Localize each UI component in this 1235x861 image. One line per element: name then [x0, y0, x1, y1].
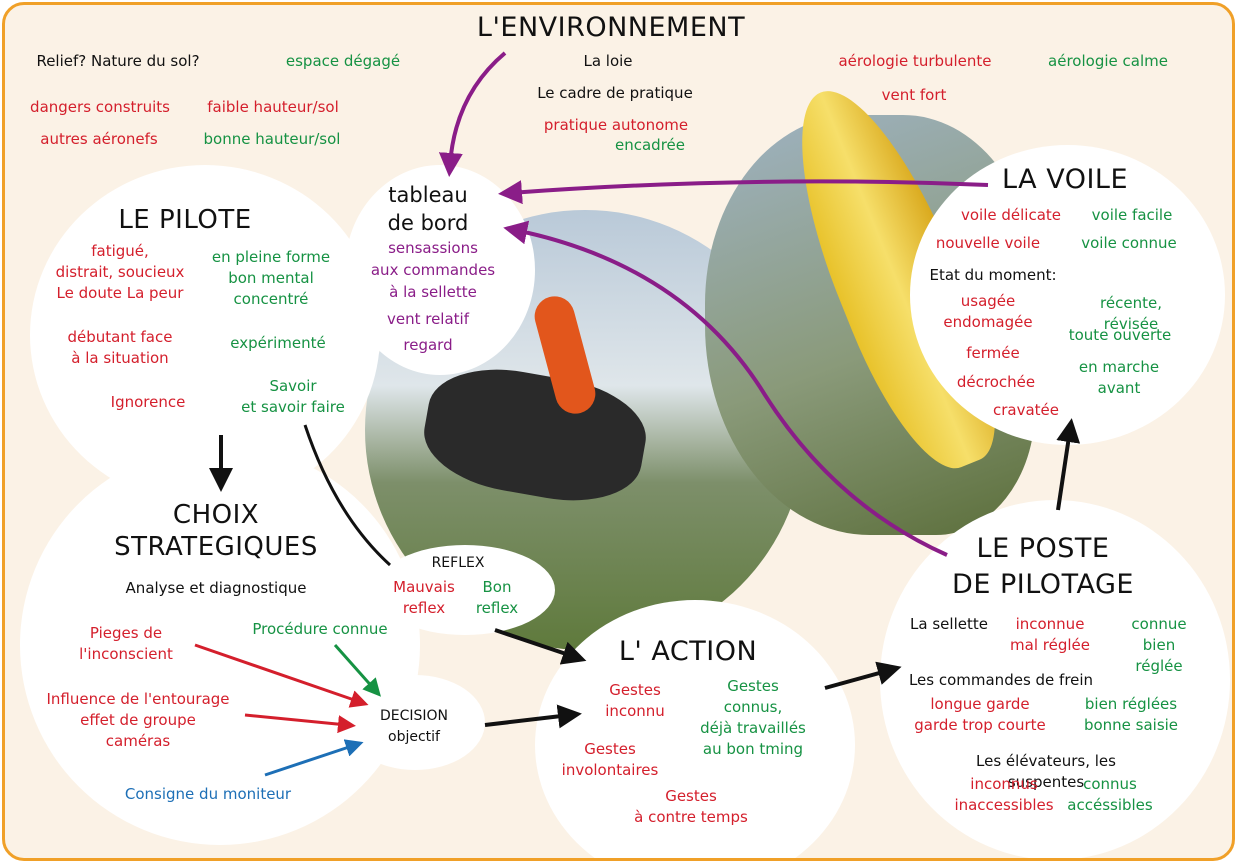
sensations-text: sensassions aux commandes à la sellette — [370, 239, 496, 301]
arrow-traps-to-decision — [194, 643, 369, 708]
action-title: L' ACTION — [618, 636, 758, 667]
risers-label: Les élévateurs, les suspentes — [976, 752, 1116, 791]
ignorance-text: Ignorence — [110, 393, 186, 411]
experienced-text: expérimenté — [230, 334, 326, 352]
relief-text: Relief? Nature du sol? — [36, 52, 200, 70]
good-reflex-text: Bon reflex — [475, 578, 519, 617]
known-gestures-text: Gestes connus, déjà travaillés au bon tm… — [700, 677, 806, 758]
traps-text: Pieges de l'inconscient — [79, 624, 173, 663]
wing-bubble — [910, 145, 1225, 445]
built-dangers-text: dangers construits — [30, 98, 170, 116]
reflex-title: REFLEX — [431, 555, 485, 571]
stalled-text: décrochée — [956, 373, 1036, 391]
reflex-bubble — [375, 545, 555, 635]
known-procedure-text: Procédure connue — [252, 620, 388, 638]
arrow-reflex-to-action — [494, 628, 587, 665]
mistimed-gestures-text: Gestes à contre temps — [634, 787, 748, 826]
arrow-knowledge-to-reflex — [303, 424, 392, 567]
state-label: Etat du moment: — [929, 266, 1057, 284]
new-wing-text: nouvelle voile — [935, 234, 1041, 252]
cockpit-bubble — [880, 500, 1230, 858]
open-space-text: espace dégagé — [285, 52, 401, 70]
beginner-text: débutant face à la situation — [67, 328, 173, 367]
autonomous-text: pratique autonome — [543, 116, 689, 134]
relative-wind-text: vent relatif — [386, 310, 470, 328]
low-height-text: faible hauteur/sol — [207, 98, 339, 116]
brakes-bad-text: longue garde garde trop courte — [914, 695, 1046, 734]
bad-reflex-text: Mauvais reflex — [393, 578, 455, 617]
good-height-text: bonne hauteur/sol — [203, 130, 341, 148]
easy-wing-text: voile facile — [1091, 206, 1173, 224]
arrows-layer — [194, 51, 1081, 777]
unknown-gestures-text: Gestes inconnu — [605, 681, 665, 720]
arrow-action-to-cockpit — [824, 661, 902, 690]
harness-label: La sellette — [910, 615, 988, 633]
arrow-instructor-to-decision — [264, 739, 364, 777]
law-text: La loie — [583, 52, 633, 70]
risers-good-text: connus accéssibles — [1067, 775, 1153, 814]
calm-text: aérologie calme — [1048, 52, 1168, 70]
brakes-good-text: bien réglées bonne saisie — [1083, 695, 1179, 734]
harness-bad-text: inconnue mal réglée — [1010, 615, 1090, 654]
cockpit-title: LE POSTE DE PILOTAGE — [952, 533, 1134, 600]
delicate-wing-text: voile délicate — [960, 206, 1062, 224]
gaze-text: regard — [403, 336, 453, 354]
arrow-influence-to-decision — [244, 713, 356, 734]
closed-text: fermée — [966, 344, 1020, 362]
risers-bad-text: inconnus inaccessibles — [954, 775, 1054, 814]
other-aircraft-text: autres aéronefs — [40, 130, 158, 148]
involuntary-gestures-text: Gestes involontaires — [561, 740, 659, 779]
tired-text: fatigué, distrait, soucieux Le doute La … — [55, 242, 185, 302]
framework-text: Le cadre de pratique — [537, 84, 693, 102]
worn-text: usagée endomagée — [943, 292, 1033, 331]
arrow-wing-to-dashboard — [498, 179, 989, 205]
arrow-procedure-to-decision — [333, 644, 381, 697]
arrow-decision-to-action — [484, 704, 582, 729]
environment-title: L'ENVIRONNEMENT — [476, 12, 746, 43]
turbulent-text: aérologie turbulente — [838, 52, 992, 70]
known-wing-text: voile connue — [1081, 234, 1177, 252]
arrow-cockpit-to-dashboard — [503, 220, 948, 557]
analysis-text: Analyse et diagnostique — [125, 579, 307, 597]
supervised-text: encadrée — [615, 136, 685, 154]
strategy-bubble — [20, 445, 420, 845]
dashboard-title: tableau de bord — [387, 183, 469, 235]
fit-text: en pleine forme bon mental concentré — [211, 248, 331, 308]
pilot-title: LE PILOTE — [118, 205, 252, 235]
knowledge-text: Savoir et savoir faire — [241, 377, 345, 416]
wing-title: LA VOILE — [1001, 164, 1129, 195]
harness-good-text: connue bien réglée — [1131, 615, 1187, 675]
instructor-text: Consigne du moniteur — [124, 785, 292, 803]
action-bubble — [535, 600, 855, 858]
strong-wind-text: vent fort — [881, 86, 947, 104]
arrow-env-to-dashboard — [438, 51, 507, 177]
strategy-title: CHOIX STRATEGIQUES — [114, 500, 318, 562]
decision-text: DECISION objectif — [379, 708, 449, 745]
open-text: toute ouverte — [1068, 326, 1172, 344]
cravat-text: cravatée — [992, 401, 1060, 419]
recent-text: récente, révisée — [1100, 294, 1162, 333]
brakes-label: Les commandes de frein — [908, 671, 1094, 689]
forward-text: en marche avant — [1078, 358, 1160, 397]
arrow-cockpit-to-wing — [1056, 418, 1081, 511]
influence-text: Influence de l'entourage effet de groupe… — [46, 690, 230, 750]
